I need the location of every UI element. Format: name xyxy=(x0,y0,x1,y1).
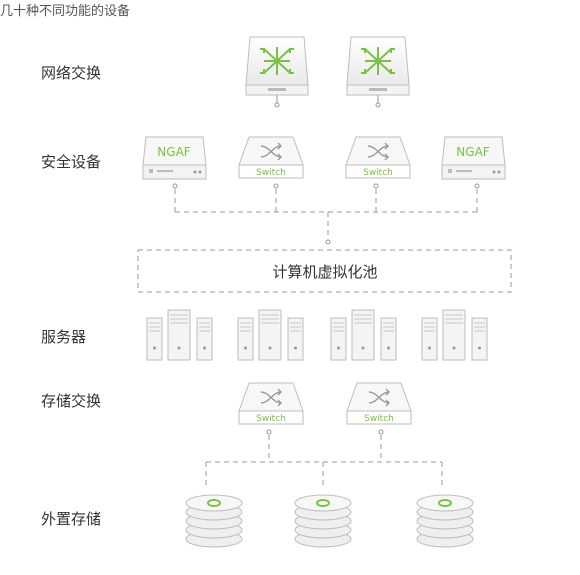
row-label-storage-switch: 存储交换 xyxy=(41,392,102,410)
storage-switch-1: Switch xyxy=(238,382,304,425)
switch-label: Switch xyxy=(363,168,393,178)
ngaf-firewall-1: NGAF xyxy=(142,136,207,180)
server-tower-icon xyxy=(380,317,397,361)
virtualization-pool-label: 计算机虚拟化池 xyxy=(272,263,377,281)
server-tower-icon xyxy=(442,309,466,361)
switch-arrows-icon xyxy=(260,142,282,161)
ngaf-label: NGAF xyxy=(157,145,190,159)
server-group xyxy=(421,309,488,361)
ngaf-label: NGAF xyxy=(456,145,489,159)
server-tower-icon xyxy=(330,317,347,361)
disk-stack-icon xyxy=(185,494,243,548)
crossed-arrows-icon xyxy=(260,47,294,75)
server-tower-icon xyxy=(237,317,254,361)
server-tower-icon xyxy=(196,317,213,361)
server-tower-icon xyxy=(421,317,438,361)
switch-arrows-icon xyxy=(260,388,282,407)
security-connectors xyxy=(172,183,480,245)
server-group xyxy=(146,309,213,361)
server-tower-icon xyxy=(351,309,375,361)
switch-arrows-icon xyxy=(367,142,389,161)
disk-stack-icon xyxy=(416,494,474,548)
ngaf-firewall-2: NGAF xyxy=(441,136,506,180)
row-label-security: 安全设备 xyxy=(41,153,102,171)
storage-disk-stacks xyxy=(185,494,474,548)
server-tower-icon xyxy=(287,317,304,361)
disk-stack-icon xyxy=(294,494,352,548)
server-groups xyxy=(146,309,488,361)
security-switch-1: Switch xyxy=(238,136,304,179)
row-label-external-storage: 外置存储 xyxy=(41,510,102,528)
server-tower-icon xyxy=(471,317,488,361)
switch-label: Switch xyxy=(256,414,286,424)
server-tower-icon xyxy=(167,309,191,361)
server-tower-icon xyxy=(146,317,163,361)
storage-connectors xyxy=(205,429,443,486)
row-label-servers: 服务器 xyxy=(41,328,87,346)
server-group xyxy=(237,309,304,361)
security-switch-2: Switch xyxy=(345,136,411,179)
crossed-arrows-icon xyxy=(361,47,395,75)
core-switch-1 xyxy=(245,36,309,96)
core-switch-2 xyxy=(346,36,410,96)
switch-label: Switch xyxy=(364,414,394,424)
switch-arrows-icon xyxy=(368,388,390,407)
diagram-caption: 几十种不同功能的设备 xyxy=(0,4,131,19)
server-tower-icon xyxy=(258,309,282,361)
switch-label: Switch xyxy=(256,168,286,178)
row-label-network-switch: 网络交换 xyxy=(41,64,102,82)
server-group xyxy=(330,309,397,361)
storage-switch-2: Switch xyxy=(346,382,412,425)
